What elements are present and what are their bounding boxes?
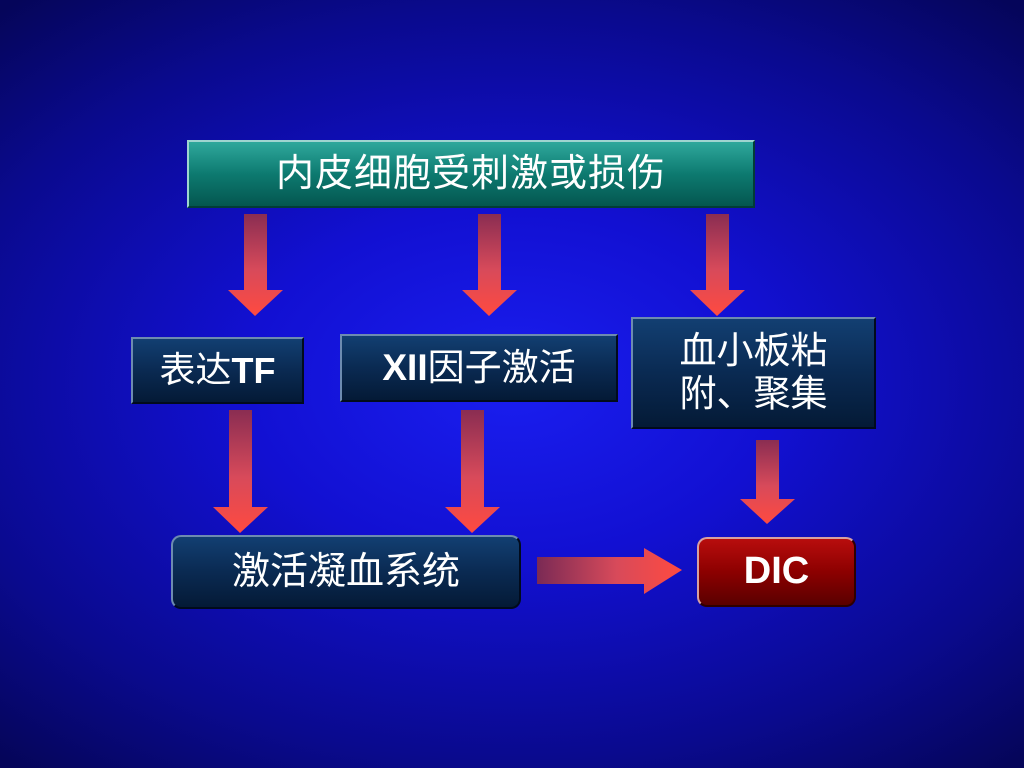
endothelial-injury-label: 内皮细胞受刺激或损伤	[275, 151, 666, 196]
factor-xii-cn: 因子激活	[427, 345, 576, 389]
arrow-top-to-tf	[228, 214, 283, 316]
arrow-platelet-to-dic	[740, 440, 795, 524]
activate-coagulation-box: 激活凝血系统	[171, 535, 521, 609]
arrow-top-to-xii	[462, 214, 517, 316]
dic-label: DIC	[743, 550, 810, 593]
express-tf-cn: 表达	[159, 349, 232, 391]
arrow-xii-to-coag	[445, 410, 500, 533]
endothelial-injury-box: 内皮细胞受刺激或损伤	[187, 140, 755, 208]
arrow-top-to-platelet	[690, 214, 745, 316]
platelet-adhesion-line1: 血小板粘	[679, 329, 828, 373]
express-tf-latin: TF	[231, 349, 276, 391]
factor-xii-latin: XII	[382, 346, 428, 388]
platelet-adhesion-box: 血小板粘 附、聚集	[631, 317, 876, 429]
arrow-tf-to-coag	[213, 410, 268, 533]
activate-coagulation-label: 激活凝血系统	[231, 549, 460, 594]
arrow-coag-to-dic	[537, 548, 682, 594]
dic-box: DIC	[697, 537, 856, 607]
platelet-adhesion-line2: 附、聚集	[679, 372, 828, 415]
